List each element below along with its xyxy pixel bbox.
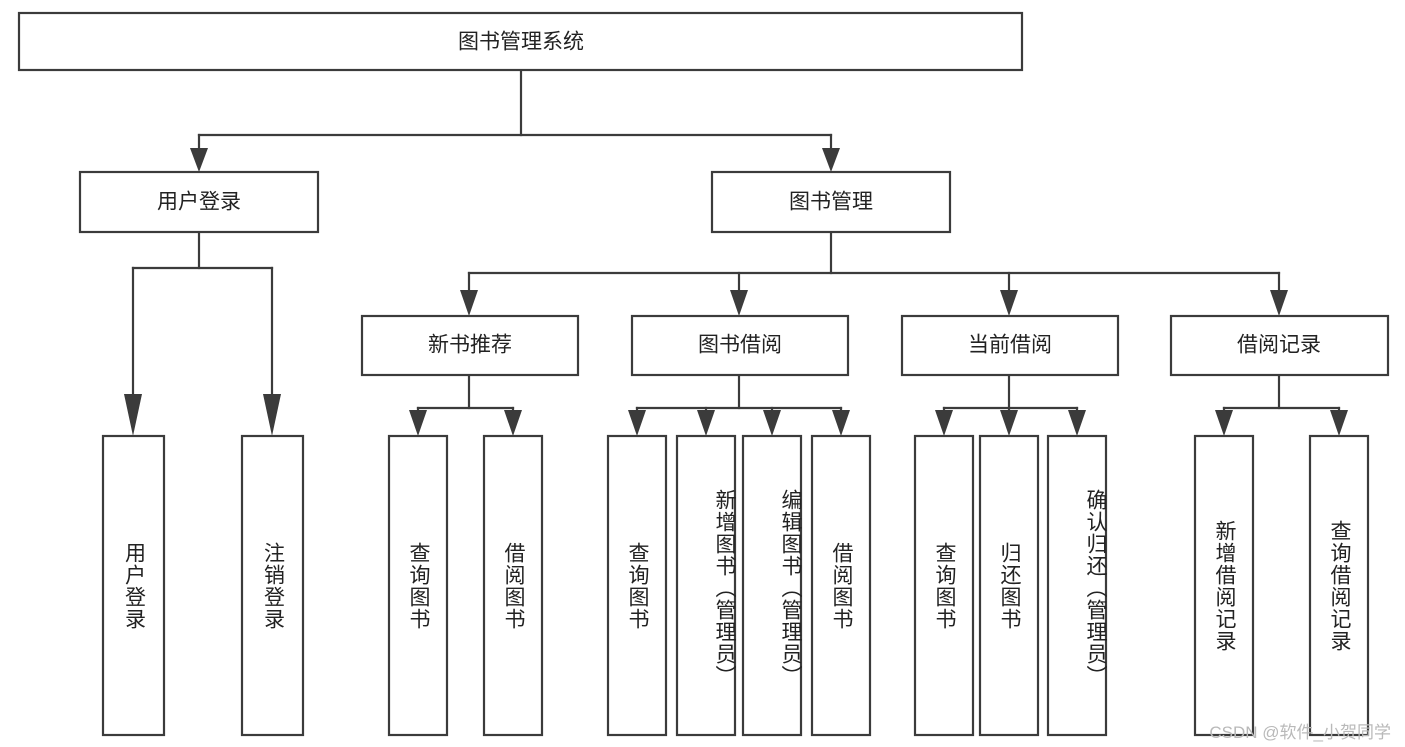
arrow-head-bb-leaf-1	[628, 410, 646, 436]
node-new-book-recommendation[interactable]	[360, 314, 580, 377]
arrow-head-nbr-leaf-2	[504, 410, 522, 436]
node-leaf-query-book-nbr[interactable]	[387, 434, 449, 737]
label-book-borrow: 图书借阅	[698, 334, 782, 357]
node-leaf-query-book-cb[interactable]	[913, 434, 975, 737]
label-current-borrow: 当前借阅	[968, 334, 1052, 357]
arrow-head-to-book-borrow	[730, 290, 748, 316]
node-book-borrow[interactable]	[630, 314, 850, 377]
node-leaf-borrow-book-nbr[interactable]	[482, 434, 544, 737]
label-book-management: 图书管理	[789, 191, 873, 214]
arrow-head-br-leaf-1	[1215, 410, 1233, 436]
node-book-management[interactable]	[710, 170, 952, 234]
watermark-text: CSDN @软件_小贺同学	[1209, 723, 1391, 742]
horizontal-label-group: 图书管理系统 用户登录 图书管理 新书推荐 图书借阅 当前借阅 借阅记录	[157, 31, 1321, 357]
node-leaf-logout-login[interactable]	[240, 434, 305, 737]
arrow-head-bb-leaf-3	[763, 410, 781, 436]
label-borrow-record: 借阅记录	[1237, 334, 1321, 357]
node-box-group	[17, 11, 1390, 737]
label-new-book-recommendation: 新书推荐	[428, 334, 512, 357]
arrow-head-cb-leaf-3	[1068, 410, 1086, 436]
node-leaf-confirm-return-admin[interactable]	[1046, 434, 1108, 737]
arrow-head-to-current-borrow	[1000, 290, 1018, 316]
node-borrow-record[interactable]	[1169, 314, 1390, 377]
node-leaf-query-book-bb[interactable]	[606, 434, 668, 737]
node-root-book-management-system[interactable]	[17, 11, 1024, 72]
node-user-login[interactable]	[78, 170, 320, 234]
arrow-head-user-leaf-2	[263, 394, 281, 436]
node-leaf-add-borrow-record[interactable]	[1193, 434, 1255, 737]
arrow-head-user-leaf-1	[124, 394, 142, 436]
arrow-head-to-user-login	[190, 148, 208, 172]
node-leaf-user-login[interactable]	[101, 434, 166, 737]
node-leaf-query-borrow-record[interactable]	[1308, 434, 1370, 737]
connector-group	[124, 69, 1348, 436]
node-leaf-return-book[interactable]	[978, 434, 1040, 737]
arrow-head-to-new-book	[460, 290, 478, 316]
arrow-head-to-borrow-record	[1270, 290, 1288, 316]
arrow-head-bb-leaf-4	[832, 410, 850, 436]
arrow-head-bb-leaf-2	[697, 410, 715, 436]
node-current-borrow[interactable]	[900, 314, 1120, 377]
arrow-head-cb-leaf-1	[935, 410, 953, 436]
node-leaf-borrow-book-bb[interactable]	[810, 434, 872, 737]
node-leaf-add-book-admin[interactable]	[675, 434, 737, 737]
arrow-head-br-leaf-2	[1330, 410, 1348, 436]
node-leaf-edit-book-admin[interactable]	[741, 434, 803, 737]
arrow-head-nbr-leaf-1	[409, 410, 427, 436]
label-user-login: 用户登录	[157, 191, 241, 214]
arrow-head-cb-leaf-2	[1000, 410, 1018, 436]
label-root: 图书管理系统	[458, 31, 584, 54]
arrow-head-to-book-manage	[822, 148, 840, 172]
